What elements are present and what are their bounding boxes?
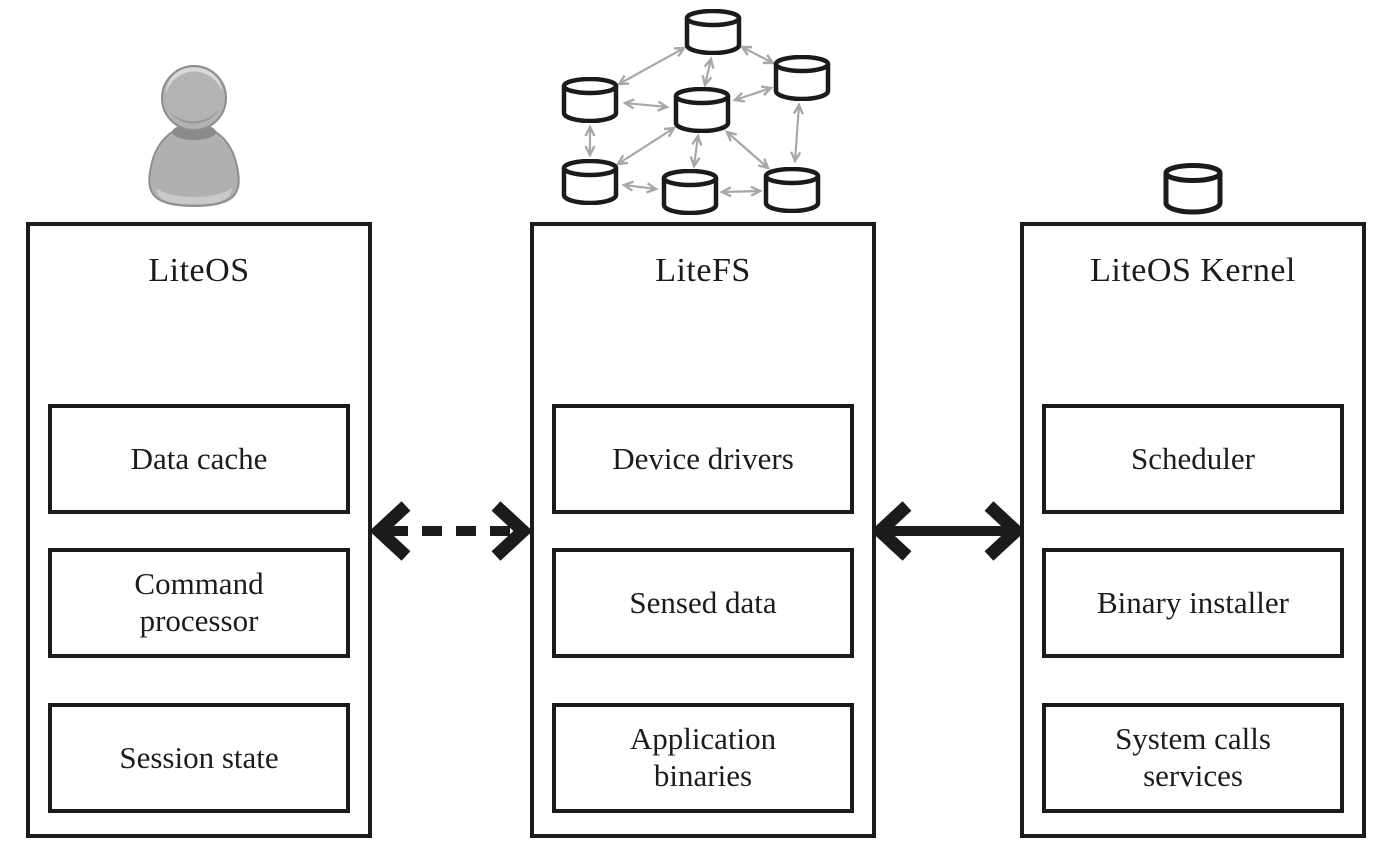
panel-item: Command processor [48, 548, 350, 658]
panel-item: System calls services [1042, 703, 1344, 813]
panel-item: Device drivers [552, 404, 854, 514]
dashed-bidirectional-arrow [372, 501, 530, 561]
panel-liteos-kernel: LiteOS Kernel Scheduler Binary installer… [1020, 222, 1366, 838]
panel-item: Scheduler [1042, 404, 1344, 514]
panel-items: Data cache Command processor Session sta… [48, 404, 350, 813]
user-icon [148, 65, 240, 208]
panel-item: Application binaries [552, 703, 854, 813]
panel-item: Sensed data [552, 548, 854, 658]
panel-items: Scheduler Binary installer System calls … [1042, 404, 1344, 813]
panel-title: LiteOS Kernel [1090, 252, 1296, 289]
panel-litefs: LiteFS Device drivers Sensed data Applic… [530, 222, 876, 838]
panel-item: Data cache [48, 404, 350, 514]
database-icon [1163, 163, 1223, 215]
panel-liteos: LiteOS Data cache Command processor Sess… [26, 222, 372, 838]
solid-bidirectional-arrow [874, 501, 1022, 561]
database-network-icon [545, 5, 867, 221]
panel-item: Session state [48, 703, 350, 813]
panel-items: Device drivers Sensed data Application b… [552, 404, 854, 813]
panel-item: Binary installer [1042, 548, 1344, 658]
panel-title: LiteFS [655, 252, 751, 289]
panel-title: LiteOS [148, 252, 250, 289]
